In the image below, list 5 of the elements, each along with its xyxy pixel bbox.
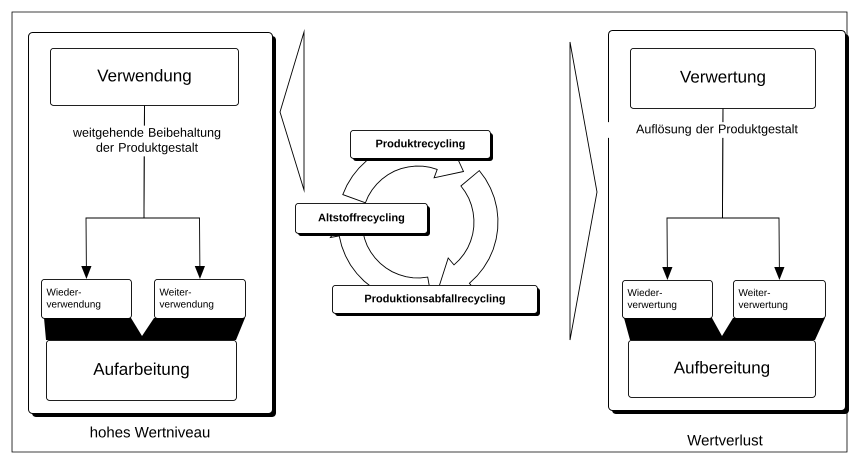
label-box: Produktionsabfallrecycling [332, 285, 540, 316]
label-box: Altstoffrecycling [295, 203, 430, 236]
node-label: Wertverlust [687, 434, 763, 446]
label-box: Produktrecycling [350, 130, 493, 161]
node-label: hohes Wertniveau [90, 426, 210, 438]
